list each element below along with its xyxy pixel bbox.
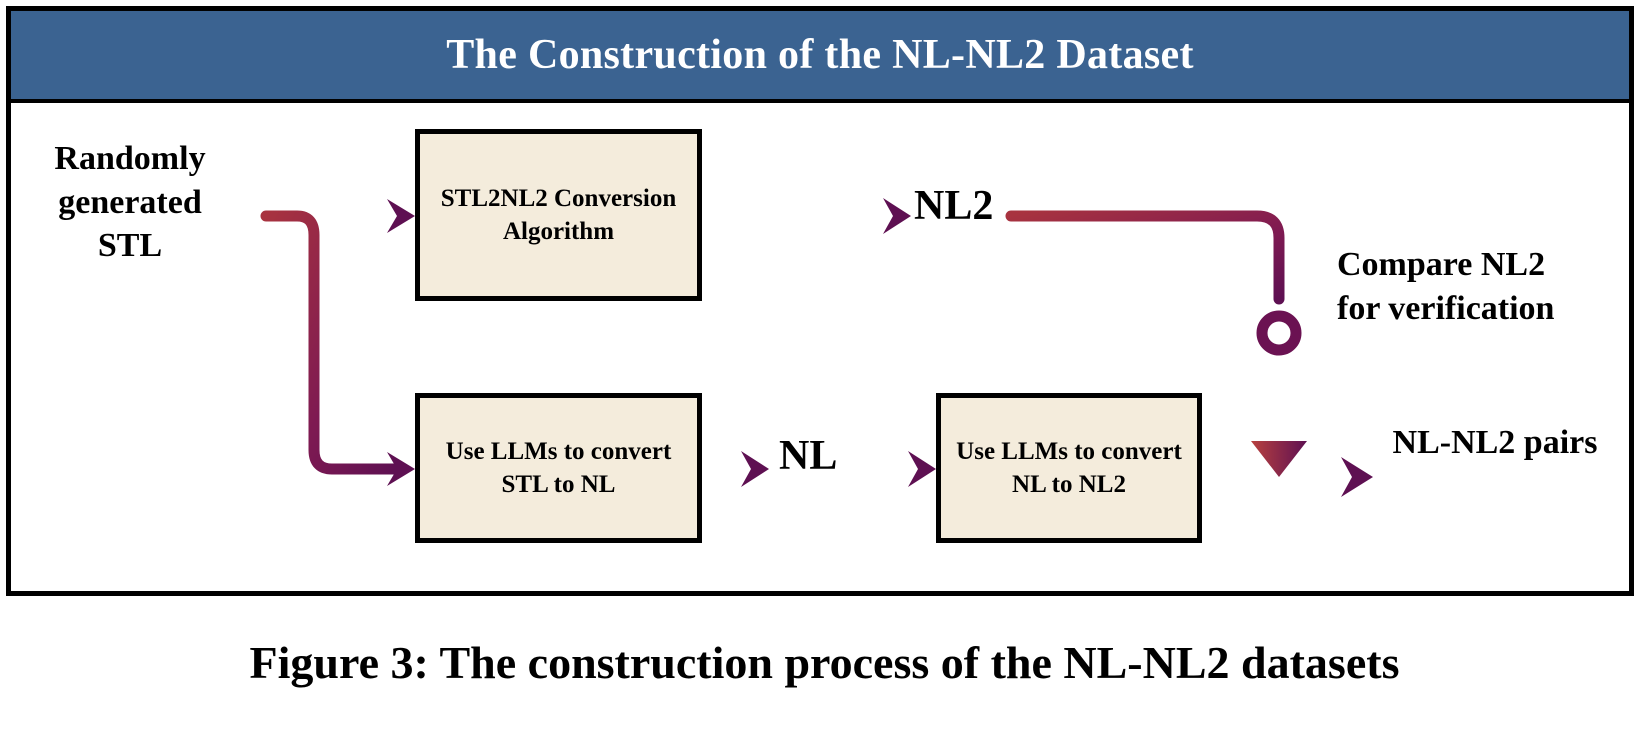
arrow-stl2nl-to-nl (702, 451, 769, 487)
arrow-compare-down-to-output (1251, 351, 1307, 477)
annotation-compare-nl2-for-verification: Compare NL2 for verification (1337, 246, 1555, 328)
arrow-nl-to-nl2nl2 (849, 451, 936, 487)
diagram-canvas: Randomly generated STL STL2NL2 Conversio… (11, 103, 1629, 596)
connector-layer (221, 198, 1373, 497)
verification-junction-node (1256, 310, 1302, 356)
figure-frame: The Construction of the NL-NL2 Dataset (6, 6, 1634, 596)
intermediate-label-nl: NL (779, 433, 838, 479)
connector-nl2-to-compare (1005, 210, 1285, 305)
arrow-stl-to-stl2nl2 (221, 199, 415, 233)
box-use-llms-convert-stl-to-nl[interactable]: Use LLMs to convert STL to NL (415, 393, 702, 543)
input-label-randomly-generated-stl: Randomly generated STL (54, 140, 206, 265)
arrow-stl-to-stl2nl (260, 210, 415, 486)
output-label-nl-nl2-pairs: NL-NL2 pairs (1392, 424, 1598, 461)
arrow-nl2nl2-to-pairs (1202, 457, 1373, 497)
figure-title: The Construction of the NL-NL2 Dataset (446, 32, 1194, 78)
figure-title-bar: The Construction of the NL-NL2 Dataset (11, 11, 1629, 103)
intermediate-label-nl2: NL2 (914, 183, 994, 229)
box-stl2nl2-conversion-algorithm[interactable]: STL2NL2 Conversion Algorithm (415, 129, 702, 301)
figure-caption: Figure 3: The construction process of th… (249, 637, 1400, 688)
arrow-stl2nl2-to-nl2 (702, 198, 911, 234)
box-use-llms-convert-nl-to-nl2[interactable]: Use LLMs to convert NL to NL2 (936, 393, 1202, 543)
